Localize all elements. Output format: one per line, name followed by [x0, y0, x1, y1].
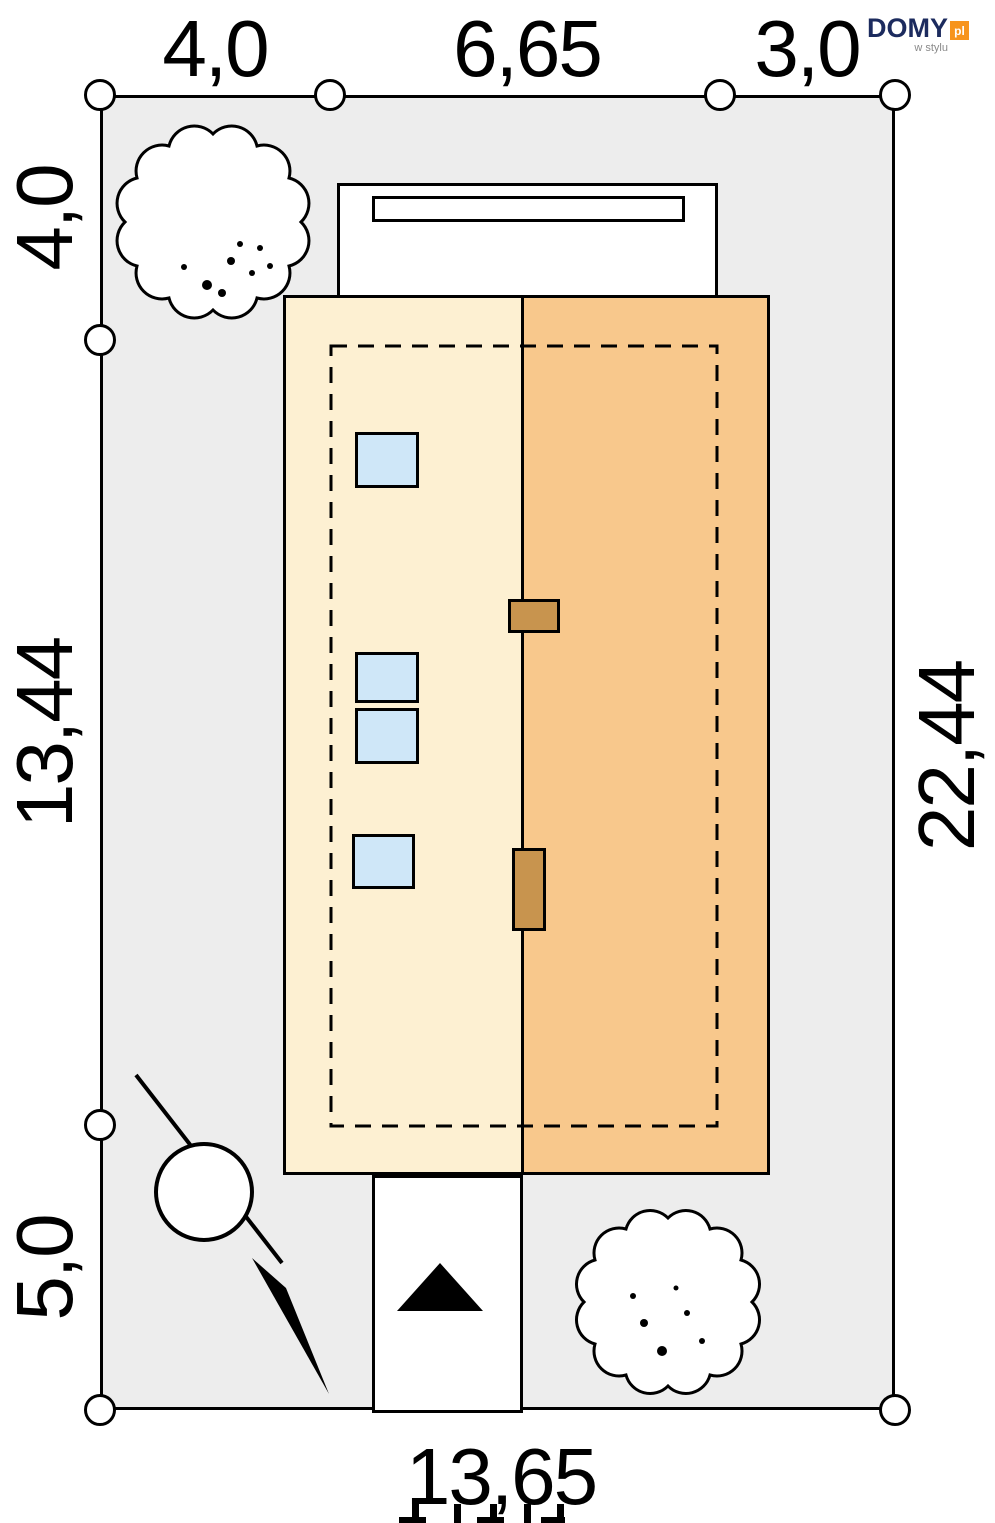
skylight-window: [352, 834, 415, 889]
logo-sub-text: w stylu: [914, 42, 948, 54]
dimension-marker: [879, 79, 911, 111]
dimension-label-left-3: 5,0: [0, 1215, 89, 1321]
brand-logo: DOMY w stylu pl: [867, 15, 969, 54]
dimension-label-left-2: 13,44: [0, 637, 89, 829]
dimension-marker: [84, 79, 116, 111]
dimension-marker: [84, 324, 116, 356]
dimension-label-top-1: 4,0: [162, 4, 269, 93]
dimension-label-top-3: 3,0: [754, 4, 861, 93]
skylight-window: [355, 652, 419, 703]
skylight-window: [355, 708, 419, 764]
terrace-railing: [372, 196, 685, 222]
chimney: [508, 599, 560, 633]
roof-right-slope: [524, 298, 767, 1172]
logo-text-block: DOMY w stylu: [867, 15, 948, 54]
driveway: [372, 1175, 523, 1413]
dimension-label-right: 22,44: [902, 660, 991, 852]
logo-brand-text: DOMY: [867, 13, 948, 43]
dimension-marker: [879, 1394, 911, 1426]
dimension-label-left-1: 4,0: [0, 165, 89, 271]
dimension-label-bottom: 13,65: [405, 1432, 598, 1521]
logo-tld-badge: pl: [950, 21, 969, 40]
dimension-marker: [704, 79, 736, 111]
chimney: [512, 848, 546, 931]
dimension-marker: [314, 79, 346, 111]
dimension-marker: [84, 1394, 116, 1426]
skylight-window: [355, 432, 419, 488]
dimension-marker: [84, 1109, 116, 1141]
dimension-label-top-2: 6,65: [453, 4, 603, 93]
